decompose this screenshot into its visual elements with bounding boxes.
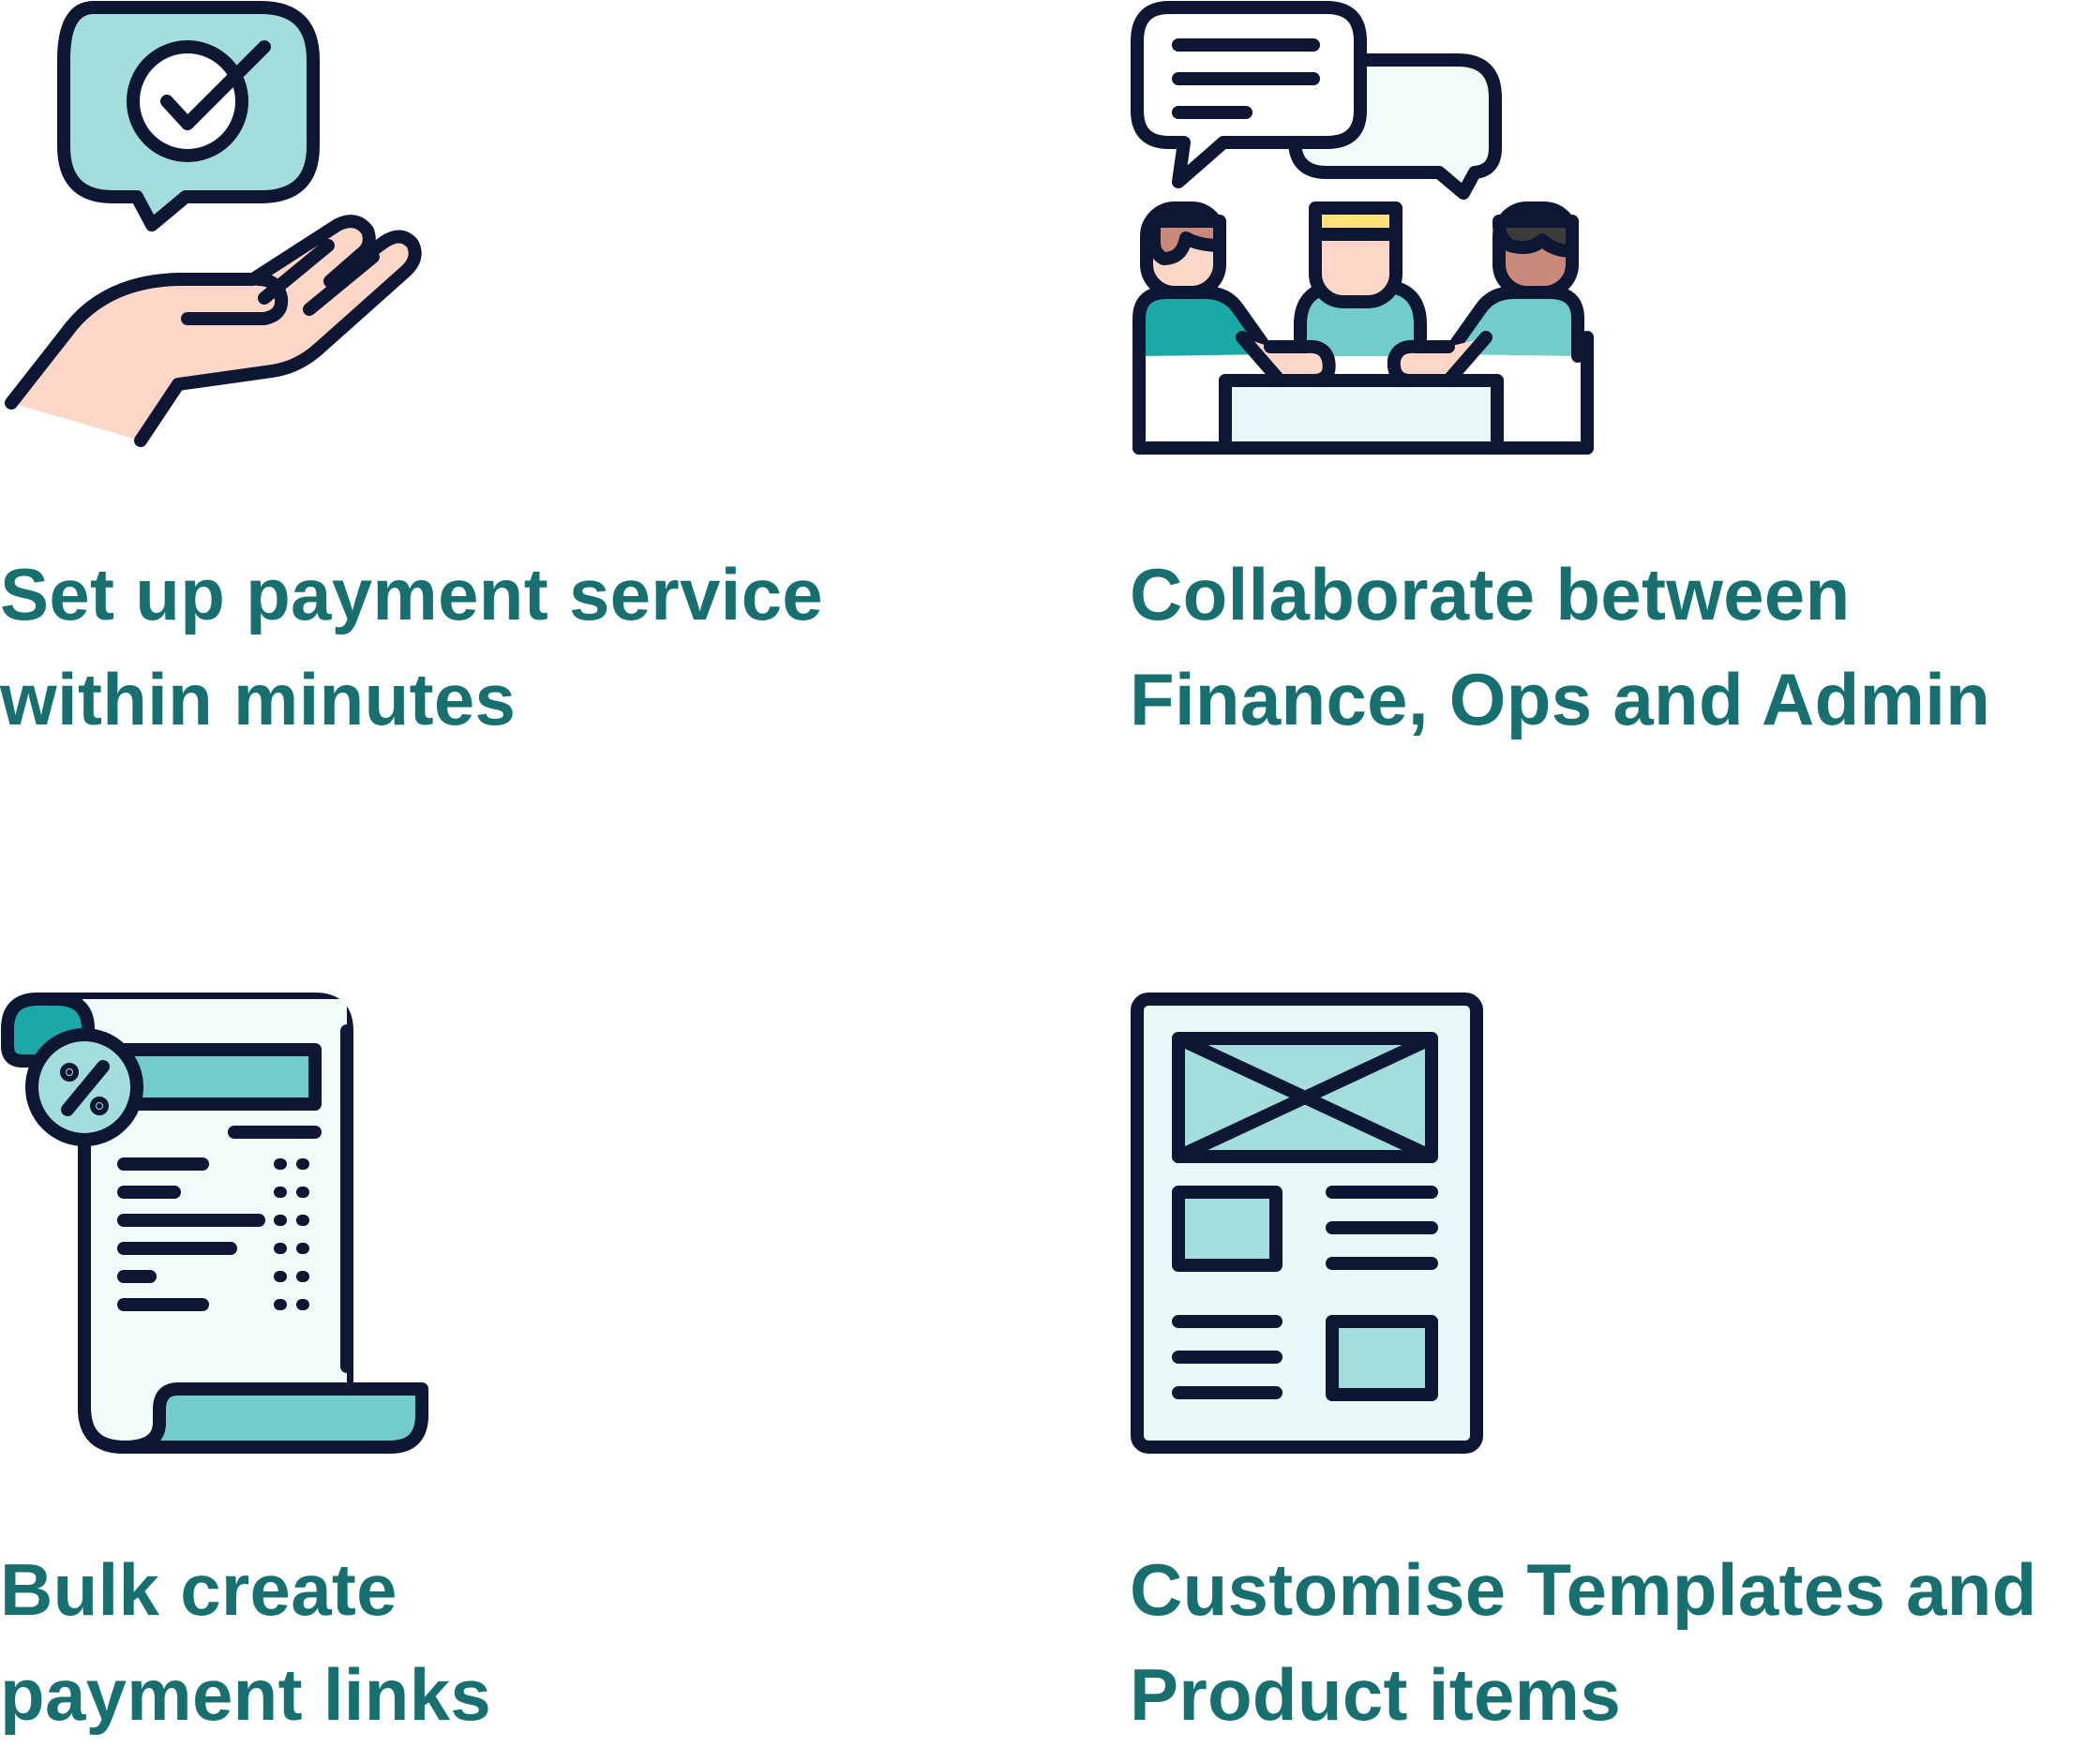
feature-setup-payment: Set up payment service within minutes [0, 0, 994, 769]
feature-collaborate: Collaborate between Finance, Ops and Adm… [1130, 0, 2100, 769]
feature-title: Collaborate between Finance, Ops and Adm… [1130, 553, 1991, 740]
feature-customise-templates: Customise Templates and Product items [1130, 992, 2100, 1740]
receipt-discount-icon [1, 993, 428, 1454]
layout-template-icon [1131, 993, 1483, 1454]
feature-title: Set up payment service within minutes [0, 553, 823, 740]
hand-checkmark-icon [5, 1, 422, 447]
feature-bulk-create: Bulk create payment links [0, 992, 994, 1740]
feature-title: Customise Templates and Product items [1130, 1548, 2037, 1736]
feature-title: Bulk create payment links [0, 1548, 492, 1736]
team-collaboration-icon [1131, 1, 1594, 455]
